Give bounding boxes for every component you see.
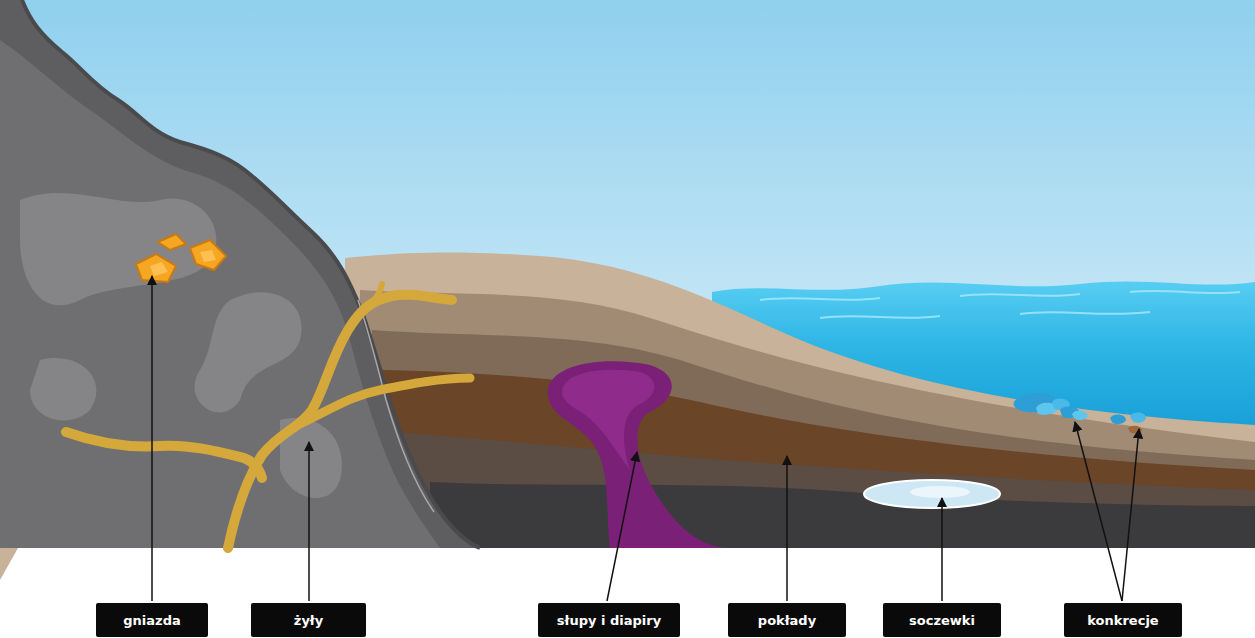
label-text: żyły — [294, 613, 323, 628]
diapir-highlight — [562, 370, 654, 470]
sediment-layer — [360, 290, 1255, 548]
sediment-layer — [372, 330, 1255, 548]
sediment-layer — [395, 432, 1255, 548]
label-text: pokłady — [758, 613, 816, 628]
label-box: żyły — [251, 603, 366, 637]
label-box: słupy i diapiry — [538, 603, 680, 637]
rock-massif — [0, 40, 440, 548]
rock-edge — [358, 300, 434, 512]
label-box: gniazda — [96, 603, 208, 637]
ore-nests — [136, 234, 226, 282]
label-box: soczewki — [883, 603, 1001, 637]
rock-texture — [20, 193, 342, 498]
label-text: słupy i diapiry — [557, 613, 661, 628]
label-text: soczewki — [909, 613, 975, 628]
lens-deposit — [864, 480, 1000, 508]
lens-highlight — [910, 486, 970, 498]
concretions — [1014, 393, 1147, 433]
leader-lines — [152, 276, 1139, 601]
label-text: gniazda — [123, 613, 180, 628]
label-box: pokłady — [728, 603, 846, 637]
ore-veins — [66, 284, 470, 548]
sea-waves — [760, 291, 1240, 318]
coal-seam — [382, 370, 1255, 548]
ground-edge — [0, 548, 18, 580]
label-text: konkrecje — [1087, 613, 1158, 628]
sediment-layer — [345, 253, 1255, 549]
label-box: konkrecje — [1064, 603, 1182, 637]
rock-outline — [22, 0, 480, 548]
rock-massif — [0, 0, 480, 548]
sky — [0, 0, 1255, 548]
